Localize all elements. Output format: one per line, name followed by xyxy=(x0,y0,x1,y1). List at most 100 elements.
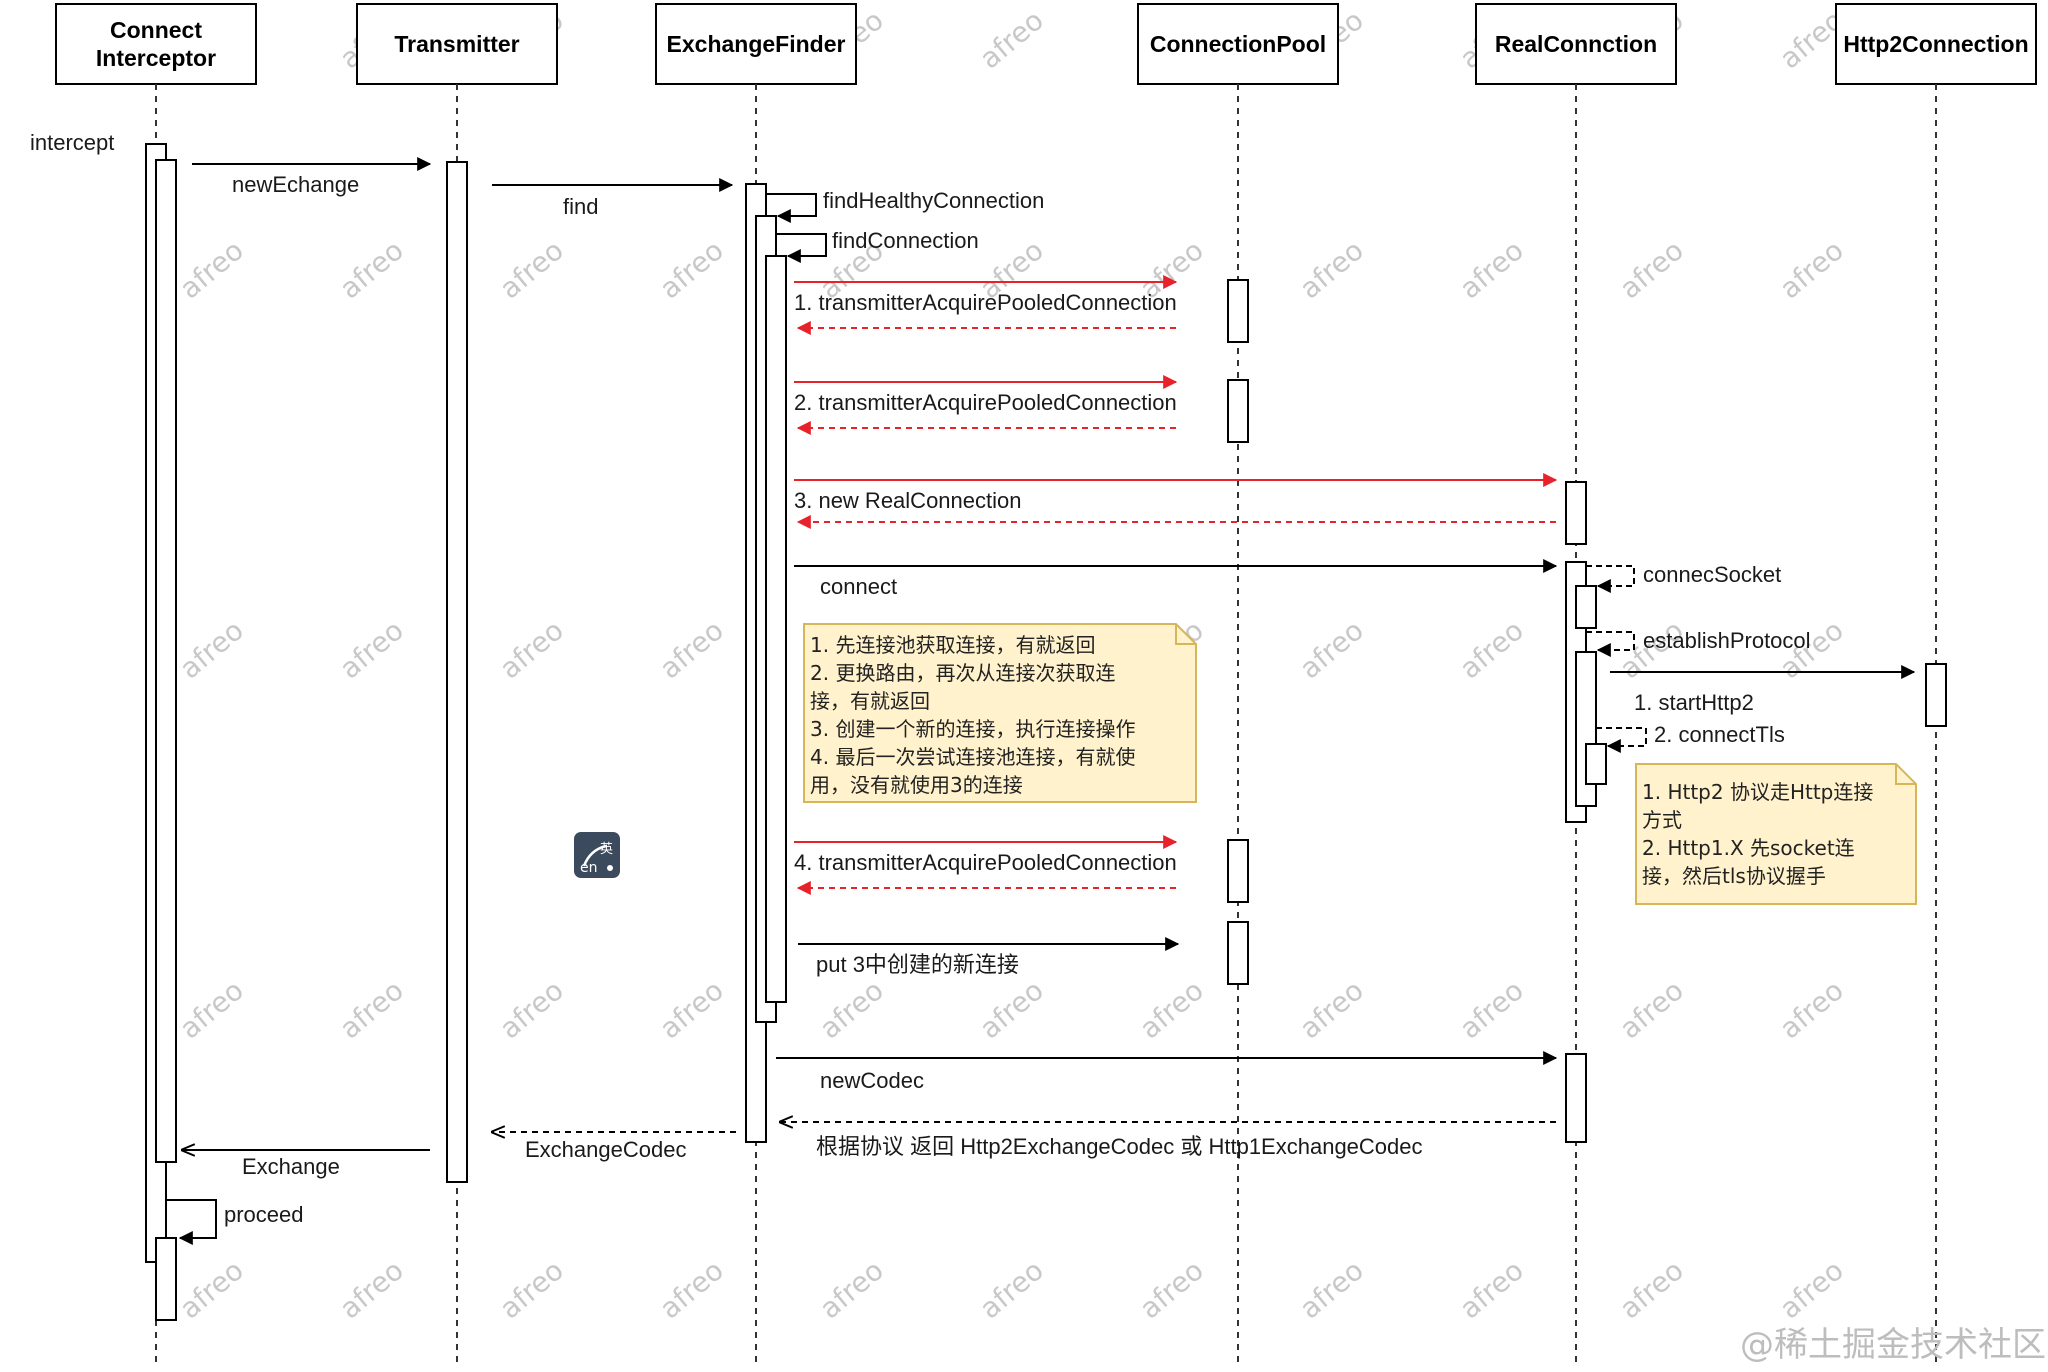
label-connec-socket: connecSocket xyxy=(1643,562,1781,587)
watermark-tile: afreo xyxy=(1293,614,1370,686)
translate-glyph: 英 xyxy=(600,842,613,857)
note-line: 2. Http1.X 先socket连 xyxy=(1642,836,1855,860)
activation-bar xyxy=(1565,481,1587,545)
watermark-tile: afreo xyxy=(1773,234,1850,306)
participant-http2-connection: Http2Connection xyxy=(1835,3,2037,85)
watermark-tile: afreo xyxy=(1133,974,1210,1046)
watermark-tile: afreo xyxy=(1133,1254,1210,1326)
activation-bar xyxy=(155,1237,177,1321)
watermark-tile: afreo xyxy=(173,974,250,1046)
label-new-echange: newEchange xyxy=(232,172,359,197)
watermark-tile: afreo xyxy=(813,974,890,1046)
label-find: find xyxy=(563,194,598,219)
label-connect-tls: 2. connectTls xyxy=(1654,722,1785,747)
watermark-tile: afreo xyxy=(653,234,730,306)
translate-widget[interactable]: 英 en xyxy=(574,832,620,878)
note-line: 1. 先连接池获取连接，有就返回 xyxy=(810,633,1095,657)
participant-connect-interceptor: Connect Interceptor xyxy=(55,3,257,85)
watermark-tile: afreo xyxy=(493,974,570,1046)
translate-arrow-icon xyxy=(582,844,607,867)
participant-label: Transmitter xyxy=(394,31,519,57)
activation-bar xyxy=(155,159,177,1163)
label-new-codec: newCodec xyxy=(820,1068,924,1093)
activation-bar xyxy=(1575,585,1597,629)
watermark-tile: afreo xyxy=(333,614,410,686)
watermark-tile: afreo xyxy=(1773,1254,1850,1326)
participant-transmitter: Transmitter xyxy=(356,3,558,85)
self-message-arrow xyxy=(776,233,827,263)
participant-label: Http2Connection xyxy=(1843,31,2028,57)
note-line: 方式 xyxy=(1642,808,1682,832)
watermark-tile: afreo xyxy=(1453,234,1530,306)
label-establish-protocol: establishProtocol xyxy=(1643,628,1811,653)
self-message-arrow xyxy=(1586,631,1635,657)
label-step1: 1. transmitterAcquirePooledConnection xyxy=(794,290,1177,315)
label-start-http2: 1. startHttp2 xyxy=(1634,690,1754,715)
label-step3: 3. new RealConnection xyxy=(794,488,1021,513)
watermark-tile: afreo xyxy=(173,234,250,306)
participant-label: ExchangeFinder xyxy=(667,31,846,57)
participant-connection-pool: ConnectionPool xyxy=(1137,3,1339,85)
watermark-tile: afreo xyxy=(173,1254,250,1326)
translate-sub: en xyxy=(580,860,598,876)
watermark-tile: afreo xyxy=(1293,1254,1370,1326)
watermark-tile: afreo xyxy=(1293,974,1370,1046)
participant-label: Interceptor xyxy=(96,45,216,71)
activation-bar xyxy=(446,161,468,1183)
watermark-tile: afreo xyxy=(1773,974,1850,1046)
note-line: 4. 最后一次尝试连接池连接，有就使 xyxy=(810,745,1135,769)
participant-label: ConnectionPool xyxy=(1150,31,1326,57)
activations xyxy=(145,143,1947,1321)
note-line: 3. 创建一个新的连接，执行连接操作 xyxy=(810,717,1135,741)
label-exchange-codec: ExchangeCodec xyxy=(525,1137,686,1162)
activation-bar xyxy=(1227,379,1249,443)
activation-bar xyxy=(1227,921,1249,985)
note-line: 接，然后tls协议握手 xyxy=(1642,864,1826,888)
watermark-tile: afreo xyxy=(493,1254,570,1326)
watermark-tile: afreo xyxy=(973,4,1050,76)
note-protocol: 1. Http2 协议走Http连接 方式 2. Http1.X 先socket… xyxy=(1635,763,1917,905)
corner-watermark: @稀土掘金技术社区 xyxy=(1740,1325,2046,1365)
self-message-arrow xyxy=(766,193,817,223)
watermark-tile: afreo xyxy=(1613,234,1690,306)
watermark-tile: afreo xyxy=(1613,1254,1690,1326)
participant-label: RealConnction xyxy=(1495,31,1657,57)
label-return-codec: 根据协议 返回 Http2ExchangeCodec 或 Http1Exchan… xyxy=(816,1134,1423,1159)
message-labels: intercept newEchange find findHealthyCon… xyxy=(30,130,1811,1227)
watermark-tile: afreo xyxy=(493,234,570,306)
label-intercept: intercept xyxy=(30,130,114,155)
watermark-tile: afreo xyxy=(653,1254,730,1326)
watermark-tile: afreo xyxy=(333,1254,410,1326)
participant-label: Connect xyxy=(110,17,202,43)
watermark-tile: afreo xyxy=(973,1254,1050,1326)
self-message-arrow xyxy=(1586,565,1635,593)
note-line: 2. 更换路由，再次从连接次获取连 xyxy=(810,661,1115,685)
label-proceed: proceed xyxy=(224,1202,304,1227)
activation-bar xyxy=(1925,663,1947,727)
label-find-connection: findConnection xyxy=(832,228,979,253)
watermark-tile: afreo xyxy=(493,614,570,686)
label-connect: connect xyxy=(820,574,897,599)
watermark-tile: afreo xyxy=(653,614,730,686)
watermark-tile: afreo xyxy=(813,1254,890,1326)
activation-bar xyxy=(765,255,787,1003)
note-find-connection: 1. 先连接池获取连接，有就返回 2. 更换路由，再次从连接次获取连 接，有就返… xyxy=(803,623,1197,803)
watermark-tile: afreo xyxy=(1453,1254,1530,1326)
watermark-tile: afreo xyxy=(1453,614,1530,686)
watermark-tile: afreo xyxy=(173,614,250,686)
label-step4: 4. transmitterAcquirePooledConnection xyxy=(794,850,1177,875)
label-step2: 2. transmitterAcquirePooledConnection xyxy=(794,390,1177,415)
activation-bar xyxy=(1585,743,1607,785)
watermark-tile: afreo xyxy=(333,974,410,1046)
note-line: 用，没有就使用3的连接 xyxy=(810,773,1023,797)
watermark-tile: afreo xyxy=(653,974,730,1046)
watermark-tile: afreo xyxy=(333,234,410,306)
messages xyxy=(166,157,1916,1245)
translate-dot-icon xyxy=(607,865,613,871)
self-message-arrow xyxy=(1596,727,1647,753)
activation-bar xyxy=(1227,279,1249,343)
watermark-tile: afreo xyxy=(1453,974,1530,1046)
activation-bar xyxy=(1227,839,1249,903)
participant-real-connection: RealConnction xyxy=(1475,3,1677,85)
